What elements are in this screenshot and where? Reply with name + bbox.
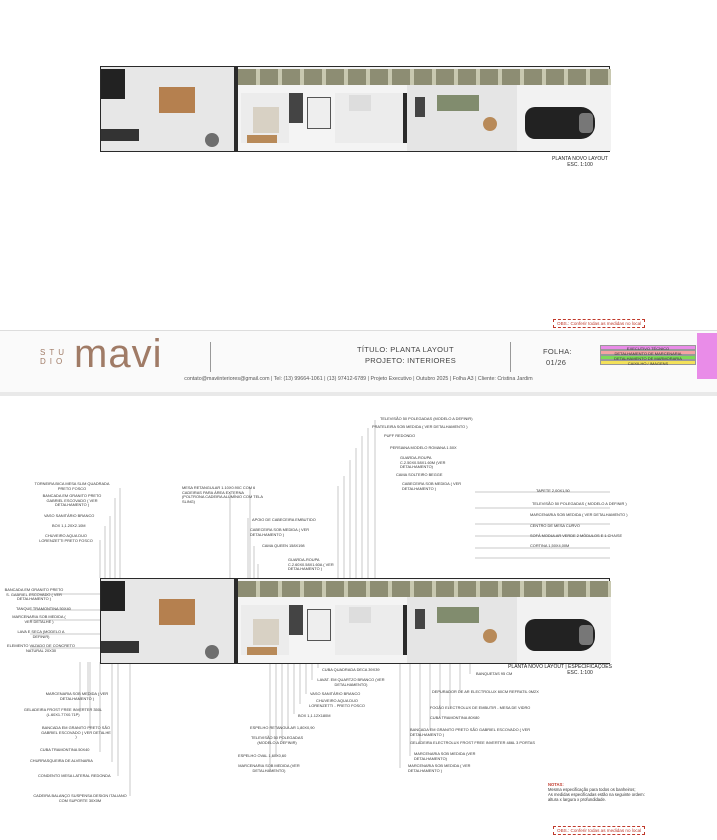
title-block <box>0 330 717 392</box>
plan-caption: PLANTA NOVO LAYOUT | ESPECIFICAÇÕES <box>508 664 612 670</box>
annotation: BANCADA EM GRANITO PRETO SÃO GABRIEL ESC… <box>410 727 531 737</box>
notes-box: NOTAS: Mesma especificação para todos os… <box>548 782 645 802</box>
annotation: VASO SANITÁRIO BRANCO <box>310 691 361 696</box>
annotation: GELADEIRA FROST FREE INVERTER 350L (L.60… <box>23 707 103 717</box>
annotation: ESPELHO OVAL 1,60X0,60 <box>238 753 287 758</box>
note-line: altura x largura x profundidade. <box>548 797 606 802</box>
annotation: MESA RETANGULAR 1.10X0.90C COM 6 CADEIRA… <box>182 485 263 504</box>
annotation: CADEIRA BALANÇO SUSPENSA DESIGN ITALIANO… <box>33 793 127 803</box>
annotation: CONDENTO MESA LATERAL REDONDA <box>38 773 111 778</box>
legend-item: CAIXILHO / IMAGENS <box>600 360 696 366</box>
annotation: MARCENARIA SOB MEDIDA ( VER DETALHAMENTO… <box>530 512 628 517</box>
obs-note: OBS.: Conferir todas as medidas no local <box>553 826 646 835</box>
sheet-tab <box>697 333 717 379</box>
annotation: TELEVISÃO 50 POLEGADAS (MODELO A DEFINIR… <box>380 416 473 421</box>
contact-line: contato@maviinteriores@gmail.com | Tel: … <box>184 376 533 382</box>
notes-title: NOTAS: <box>548 782 564 787</box>
annotation: BOX 1,1.12X180M <box>298 713 331 718</box>
annotation: CABECEIRA SOB MEDIDA ( VER DETALHAMENTO … <box>402 481 462 491</box>
annotation: GELADEIRA ELECTROLUX FROST FREE INVERTER… <box>410 740 535 745</box>
annotation: TANQUE TRAMONTINA 50X40 <box>16 606 71 611</box>
annotation: CENTRO DE MESA CURVO <box>530 523 580 528</box>
plan-caption: PLANTA NOVO LAYOUT <box>552 156 608 162</box>
sheet-number: 01/26 <box>546 358 567 367</box>
note-line: As medidas especificadas estão na seguin… <box>548 792 645 797</box>
legend-item: DETALHAMENTO DE MARMORARIA <box>600 355 696 361</box>
annotation: LAVA E SECA (MODELO A DEFINIR) <box>17 629 65 639</box>
annotation: CHUVEIRO AQUA DUO LORENZETTI - PRETO FOS… <box>309 698 365 708</box>
annotation: TAPETE 2,00X1,50 <box>536 488 570 493</box>
plan-scale: ESC. 1:100 <box>567 162 593 168</box>
annotation: BANQUETAS 95 CM <box>476 671 513 676</box>
annotation: CHURRASQUEIRA DE ALVENARIA <box>30 758 93 763</box>
project-label: PROJETO: INTERIORES <box>365 356 456 365</box>
annotation: CHUVEIRO AQUA DUO LORENZETTI PRETO FOSCO <box>39 533 93 543</box>
dining-table <box>159 87 195 113</box>
annotation: BANCADA EM GRANITO PRETO S. GABRIEL ESCO… <box>4 587 64 601</box>
annotation: DEPURADOR DE AR ELECTROLUX 60CM REFRATIL… <box>432 689 539 694</box>
annotation: PUFF REDONDO <box>384 433 416 438</box>
annotation: TELEVISÃO 50 POLEGADAS (MODELO A DEFINIR… <box>250 735 304 745</box>
note-line: Mesma especificação para todos os banhei… <box>548 787 636 792</box>
annotation: APOIO DE CABECEIRA EMBUTIDO <box>252 517 316 522</box>
annotation: GUARDA-ROUPA C.2.50X0.58X1.60M (VER DETA… <box>400 455 446 469</box>
annotation: CORTINA 1,50X4,00M <box>530 543 570 548</box>
legend-item: DETALHAMENTO DE MARCENARIA <box>600 350 696 356</box>
floor-plan-1 <box>100 66 611 152</box>
annotation: MARCENARIA SOB MEDIDA (VER DETALHAMENTO) <box>414 751 476 761</box>
logo-mavi: mavi <box>74 332 163 376</box>
annotation: TORNEIRA BICA MESA SLIM QUADRADA PRETO F… <box>34 481 110 491</box>
annotation: CUBA TRAMONTINA 50X40 <box>40 747 90 752</box>
annotation: PERSIANA MODELO ROMANA 1.50X <box>390 445 457 450</box>
annotation: SOFÁ MODULAR VERDE 2 MÓDULOS E 1 CHAISE <box>530 533 623 538</box>
logo-studio: STU DIO <box>40 348 68 366</box>
annotation: BANCADA EM GRANITO PRETO SÃO GABRIEL ESC… <box>41 725 111 739</box>
sheet-label: FOLHA: <box>543 347 572 356</box>
garden-strip <box>238 69 611 85</box>
annotation: GUARDA-ROUPA C.2.60X0.58X1.60A ( VER DET… <box>288 557 334 571</box>
annotation: CABECEIRA SOB MEDIDA ( VER DETALHAMENTO … <box>250 527 310 537</box>
obs-note: OBS.: Conferir todas as medidas no local <box>553 319 646 328</box>
annotation: CAMA QUEEN 158X198 <box>262 543 305 548</box>
sheet-1: PLANTA NOVO LAYOUT ESC. 1:100 OBS.: Conf… <box>0 0 717 392</box>
annotation: MARCENARIA SOB MEDIDA ( VER DETALHAMENTO… <box>45 691 109 701</box>
title-label: TÍTULO: PLANTA LAYOUT <box>357 345 454 354</box>
annotation: VASO SANITÁRIO BRANCO <box>44 513 95 518</box>
annotation: BANCADA EM GRANITO PRETO GABRIEL ESCOVAD… <box>42 493 102 507</box>
annotation: PRATELEIRA SOB MEDIDA ( VER DETALHAMENTO… <box>372 424 468 429</box>
annotation: BOX 1,1.20X2.10M <box>52 523 86 528</box>
annotation: MARCENARIA SOB MEDIDA ( VER DETALHE ) <box>12 614 66 624</box>
annotation: CUBA QUADRADA DECA 39X39 <box>322 667 380 672</box>
annotation: CUBA TRAMONTINA 80X80 <box>430 715 480 720</box>
legend-item: EXECUTIVO TÉCNICO <box>600 345 696 351</box>
bathroom <box>307 97 331 129</box>
annotation: MARCENARIA SOB MEDIDA ( VER DETALHAMENTO… <box>408 763 471 773</box>
plan-scale: ESC. 1:100 <box>567 670 593 676</box>
floor-plan-2 <box>100 578 611 664</box>
legend: EXECUTIVO TÉCNICO DETALHAMENTO DE MARCEN… <box>600 345 696 366</box>
annotation: FOGÃO ELECTROLUX DE EMBUTIR - MESA DE VI… <box>430 705 531 710</box>
annotation: CAMA SOLTEIRO BEGGE <box>396 472 443 477</box>
annotation: MARCENARIA SOB MEDIDA (VER DETALHAMENTO) <box>238 763 300 773</box>
leader-lines <box>30 420 610 796</box>
annotation: TELEVISÃO 50 POLEGADAS ( MODELO A DEFINI… <box>532 501 627 506</box>
bedroom-2 <box>335 93 407 143</box>
annotation: ESPELHO RETANGULAR 1,80X0,90 <box>250 725 315 730</box>
annotation: LAVAT. EM QUARTZO BRANCO (VER DETALHAMEN… <box>317 677 385 687</box>
sheet-2: TELEVISÃO 50 POLEGADAS (MODELO A DEFINIR… <box>0 396 717 840</box>
annotation: ELEMENTO VAZADO DE CONCRETO NATURAL 20X3… <box>7 643 75 653</box>
